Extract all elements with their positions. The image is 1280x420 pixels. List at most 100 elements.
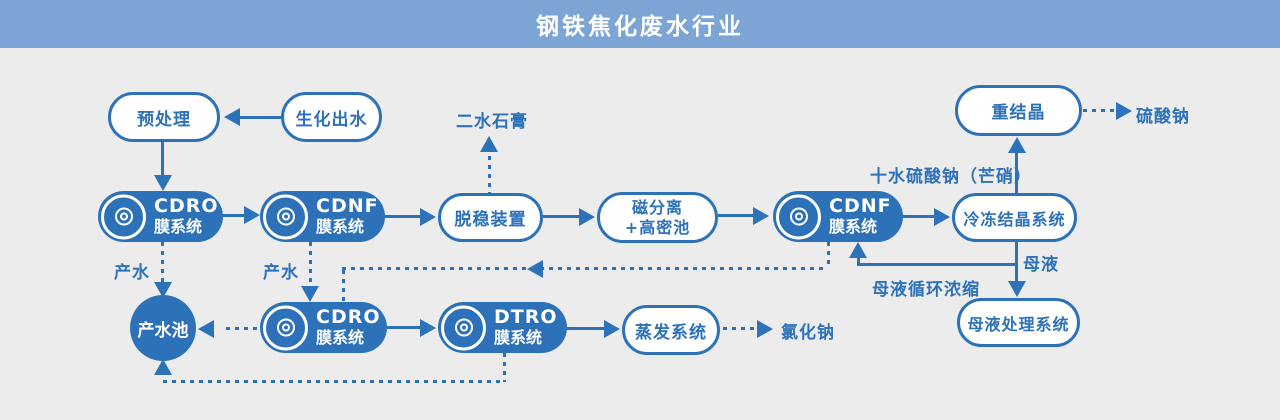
node-dtro-membrane: DTRO 膜系统 xyxy=(438,302,567,353)
node-evaporation-label: 蒸发系统 xyxy=(635,322,707,343)
dashed-cdro-bottom-to-pool-line xyxy=(226,327,260,330)
node-freeze-crystallization-label: 冷冻结晶系统 xyxy=(963,209,1066,229)
dashed-evaporation-to-sodium-chloride-head xyxy=(757,320,773,338)
node-cdro-bottom-line1: CDRO xyxy=(316,306,381,329)
dashed-destabilizer-to-gypsum-line xyxy=(488,156,491,193)
node-cdnf-top-line2: 膜系统 xyxy=(316,217,365,237)
arrow-cdnf-to-destabilizer-head xyxy=(420,208,436,226)
node-product-water-pool-label: 产水池 xyxy=(137,320,189,341)
arrow-destabilizer-to-magnetic-head xyxy=(579,208,595,226)
node-pretreatment-label: 预处理 xyxy=(137,109,191,130)
arrow-bio-effluent-to-pretreatment-line xyxy=(238,116,281,119)
disc-outer-ring xyxy=(454,318,473,337)
node-destabilizer-label: 脱稳装置 xyxy=(454,210,527,230)
arrow-freeze-to-recrystallization-head xyxy=(1008,137,1026,153)
line-mother-liquor-recycle-horizontal xyxy=(857,263,1016,266)
node-dtro-line1: DTRO xyxy=(494,306,558,329)
node-dtro-label: DTRO 膜系统 xyxy=(494,306,558,348)
line-mother-liquor-recycle-vertical xyxy=(857,256,860,266)
node-cdnf-right-label: CDNF 膜系统 xyxy=(829,196,892,237)
arrow-cdnf-right-to-freeze-line xyxy=(903,215,935,218)
membrane-disc-icon xyxy=(101,194,146,239)
page-title: 钢铁焦化废水行业 xyxy=(536,14,744,40)
disc-inner-ring xyxy=(119,212,128,221)
node-freeze-crystallization: 冷冻结晶系统 xyxy=(952,193,1077,242)
disc-inner-ring xyxy=(794,212,803,221)
membrane-disc-icon xyxy=(263,305,308,350)
membrane-disc-icon xyxy=(441,305,486,350)
arrow-freeze-to-mother-liquor-head xyxy=(1008,281,1026,297)
arrow-magnetic-to-cdnf-right-line xyxy=(718,214,754,217)
disc-outer-ring xyxy=(276,207,295,226)
node-cdnf-top-label: CDNF 膜系统 xyxy=(316,196,379,237)
label-sodium-sulfate: 硫酸钠 xyxy=(1136,107,1190,127)
arrow-cdnf-right-to-freeze-head xyxy=(934,208,950,226)
arrow-pretreatment-to-cdro-line xyxy=(161,142,164,176)
dashed-evaporation-to-sodium-chloride-line xyxy=(723,327,756,330)
label-dihydrate-gypsum: 二水石膏 xyxy=(456,112,528,132)
node-mother-liquor-treatment-label: 母液处理系统 xyxy=(967,314,1070,334)
arrow-destabilizer-to-magnetic-line xyxy=(543,215,580,218)
arrow-cdro-bottom-to-dtro-line xyxy=(387,326,421,329)
label-sodium-sulfate-decahydrate: 十水硫酸钠（芒硝） xyxy=(870,167,1032,187)
label-product-water-2: 产水 xyxy=(263,263,299,283)
dashed-dtro-return-drop xyxy=(503,353,506,382)
dashed-concentrate-return-horizontal xyxy=(342,267,828,270)
node-recrystallization-label: 重结晶 xyxy=(991,103,1046,123)
node-cdro-membrane-bottom: CDRO 膜系统 xyxy=(260,302,387,353)
node-product-water-pool: 产水池 xyxy=(130,295,196,361)
label-mother-liquor: 母液 xyxy=(1023,255,1059,275)
dashed-cdro-to-pool-line xyxy=(161,242,164,282)
membrane-disc-icon xyxy=(263,194,308,239)
membrane-disc-icon xyxy=(776,194,821,239)
label-sodium-chloride: 氯化钠 xyxy=(781,323,835,343)
disc-inner-ring xyxy=(281,323,290,332)
node-cdnf-membrane-top: CDNF 膜系统 xyxy=(260,191,385,242)
label-product-water-1: 产水 xyxy=(114,263,150,283)
node-bio-effluent-label: 生化出水 xyxy=(295,109,368,130)
arrow-cdro-to-cdnf-line xyxy=(223,214,245,217)
node-cdnf-right-line2: 膜系统 xyxy=(829,217,878,237)
node-mother-liquor-treatment: 母液处理系统 xyxy=(957,298,1080,347)
arrow-bio-effluent-to-pretreatment-head xyxy=(224,108,240,126)
node-recrystallization: 重结晶 xyxy=(955,85,1082,136)
arrow-cdnf-to-destabilizer-line xyxy=(385,215,421,218)
disc-inner-ring xyxy=(459,323,468,332)
node-magnetic-separation-line2: +高密池 xyxy=(624,217,691,237)
arrow-cdro-to-cdnf-head xyxy=(244,206,260,224)
arrow-mother-liquor-recycle-head xyxy=(849,242,867,258)
node-magnetic-separation-label: 磁分离 +高密池 xyxy=(625,198,690,238)
dashed-concentrate-return-drop xyxy=(827,242,830,268)
arrow-freeze-to-recrystallization-line xyxy=(1015,152,1018,193)
disc-outer-ring xyxy=(276,318,295,337)
node-cdro-bottom-line2: 膜系统 xyxy=(316,328,365,348)
arrow-cdro-bottom-to-dtro-head xyxy=(420,319,436,337)
dashed-concentrate-return-riser xyxy=(342,270,345,303)
node-cdro-top-label: CDRO 膜系统 xyxy=(154,195,219,237)
node-cdro-bottom-label: CDRO 膜系统 xyxy=(316,306,381,348)
node-dtro-line2: 膜系统 xyxy=(494,328,543,348)
title-banner: 钢铁焦化废水行业 xyxy=(0,0,1280,48)
node-magnetic-separation: 磁分离 +高密池 xyxy=(597,192,718,243)
node-cdnf-membrane-right: CDNF 膜系统 xyxy=(773,191,903,242)
dashed-concentrate-return-head xyxy=(527,260,543,278)
arrow-pretreatment-to-cdro-head xyxy=(154,175,172,191)
dashed-cdnf-to-cdro-bottom-line xyxy=(309,242,312,286)
dashed-recrystallization-to-sodium-sulfate-line xyxy=(1083,109,1115,112)
label-mother-liquor-recycle: 母液循环浓缩 xyxy=(872,280,980,300)
dashed-cdro-to-pool-head xyxy=(154,282,172,298)
node-cdro-top-line1: CDRO xyxy=(154,195,219,218)
dashed-dtro-return-horizontal xyxy=(163,380,504,383)
dashed-destabilizer-to-gypsum-head xyxy=(480,136,498,152)
dashed-cdro-bottom-to-pool-head xyxy=(198,320,214,338)
node-magnetic-separation-line1: 磁分离 xyxy=(631,197,683,217)
node-bio-effluent: 生化出水 xyxy=(281,92,382,142)
node-cdro-top-line2: 膜系统 xyxy=(154,217,203,237)
dashed-cdnf-to-cdro-bottom-head xyxy=(301,286,319,302)
node-cdro-membrane-top: CDRO 膜系统 xyxy=(98,191,223,242)
arrow-magnetic-to-cdnf-right-head xyxy=(753,207,769,225)
dashed-recrystallization-to-sodium-sulfate-head xyxy=(1116,102,1132,120)
node-evaporation: 蒸发系统 xyxy=(622,305,720,355)
arrow-dtro-to-evaporation-line xyxy=(567,327,605,330)
